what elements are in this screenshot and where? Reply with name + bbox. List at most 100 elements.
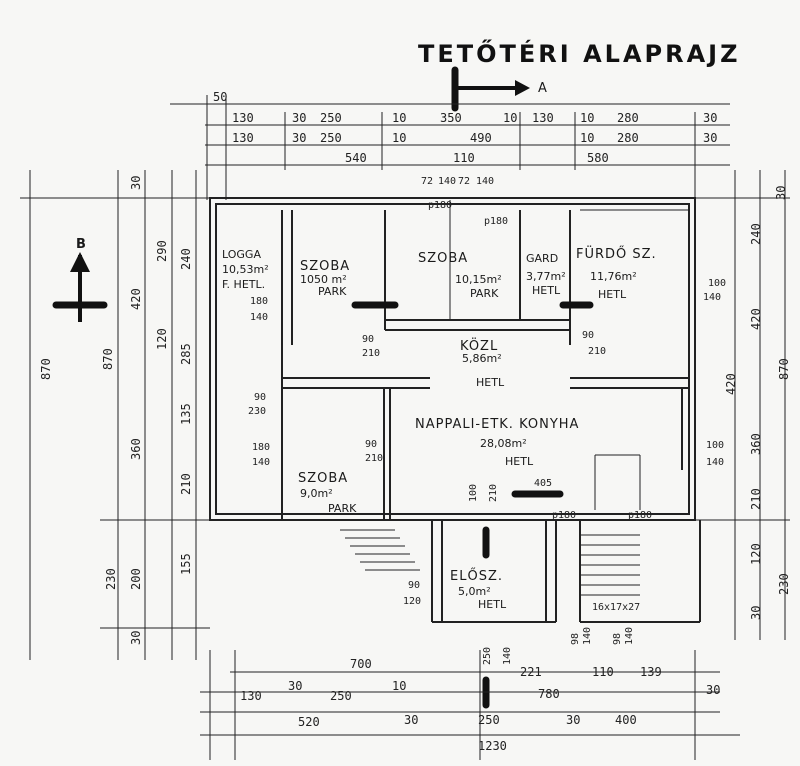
dim-bottom3-3: 30 <box>566 713 580 727</box>
dim-top4-2: 580 <box>587 151 609 165</box>
dim-right1-4: 30 <box>749 606 763 620</box>
door-note-d3: 90 <box>362 334 374 345</box>
room-gard-finish: HETL <box>532 284 561 297</box>
dim-top2-9: 30 <box>703 111 717 125</box>
dim-bottom3-1: 30 <box>404 713 418 727</box>
room-nappali: NAPPALI-ETK. KONYHA 28,08m² HETL <box>415 417 578 468</box>
door-note-d5: 90 <box>254 392 266 403</box>
room-elosz-name: ELŐSZ. <box>450 568 503 584</box>
door-note-d20: p180 <box>484 216 508 227</box>
dim-left3-3: 135 <box>179 403 193 425</box>
section-cut-marks <box>351 301 594 709</box>
dimension-lines-left: 30 420 240 870 360 230 290 120 285 135 2… <box>20 170 210 660</box>
section-arrow-a: A <box>451 66 547 112</box>
door-note-d21: p180 <box>552 510 576 521</box>
dim-left1-1: 420 <box>129 288 143 310</box>
plan-title: TETŐTÉRI ALAPRAJZ <box>418 38 741 68</box>
section-arrow-b: B <box>52 237 108 322</box>
dim-right2-0: 30 <box>774 186 788 200</box>
room-logga-area: 10,53m² <box>222 263 269 276</box>
dim-right2-2: 360 <box>749 433 763 455</box>
dimension-lines-right: 240 420 870 120 30 30 420 360 210 230 <box>695 170 791 640</box>
door-note-d13: 100 <box>706 440 724 451</box>
dim-bottom3-0: 520 <box>298 715 320 729</box>
door-note-d29: 140 <box>582 627 593 645</box>
door-note-d22: p180 <box>628 510 652 521</box>
room-szoba2-area: 10,15m² <box>455 273 502 286</box>
dim-top2-1: 30 <box>292 111 306 125</box>
door-note-d16: 210 <box>588 346 606 357</box>
dim-left1-0: 30 <box>129 176 143 190</box>
stairs-right <box>580 534 640 596</box>
room-logga-finish: F. HETL. <box>222 278 265 291</box>
room-furdo-area: 11,76m² <box>590 270 637 283</box>
room-elosz-area: 5,0m² <box>458 585 491 598</box>
dim-bottom2-4: 780 <box>538 687 560 701</box>
door-note-d1: 180 <box>250 296 268 307</box>
dim-left3-2: 285 <box>179 343 193 365</box>
room-kozl-finish: HETL <box>476 376 505 389</box>
room-szoba1: SZOBA 1050 m² PARK <box>300 259 349 298</box>
dim-left3-0: 290 <box>155 240 169 262</box>
dim-top2-2: 250 <box>320 111 342 125</box>
dim-right2-1: 420 <box>724 373 738 395</box>
room-gard: GARD 3,77m² HETL <box>526 252 566 297</box>
room-kozl: KÖZL 5,86m² HETL <box>460 337 505 389</box>
dim-right1-1: 420 <box>749 308 763 330</box>
dim-left4-2: 30 <box>129 631 143 645</box>
dim-top5-0: 72 <box>421 176 433 187</box>
room-elosz-finish: HETL <box>478 598 507 611</box>
door-note-d30: 98 <box>612 633 623 645</box>
room-szoba2: SZOBA 10,15m² PARK <box>418 251 502 300</box>
room-szoba3-area: 9,0m² <box>300 487 333 500</box>
building-walls <box>209 197 701 623</box>
dim-right2-4: 230 <box>777 573 791 595</box>
dim-top5-2: 72 <box>458 176 470 187</box>
dim-bottom4-0: 1230 <box>478 739 507 753</box>
room-szoba2-finish: PARK <box>470 287 499 300</box>
door-note-d25: 405 <box>534 478 552 489</box>
dim-bottom1-2: 110 <box>592 665 614 679</box>
dim-bottom1-0: 700 <box>350 657 372 671</box>
dim-left1-2: 240 <box>179 248 193 270</box>
stair-note: 16x17x27 <box>592 602 640 613</box>
room-szoba1-finish: PARK <box>318 285 347 298</box>
dim-top3-7: 30 <box>703 131 717 145</box>
door-note-d6: 230 <box>248 406 266 417</box>
dim-right2-3: 210 <box>749 488 763 510</box>
dimension-lines-bottom: 700 221 110 139 130 30 250 10 780 30 520… <box>200 650 740 760</box>
room-szoba1-area: 1050 m² <box>300 273 347 286</box>
dim-top5-1: 140 <box>438 176 456 187</box>
dim-top4-0: 540 <box>345 151 367 165</box>
dim-top2-7: 10 <box>580 111 594 125</box>
dim-left2-0: 870 <box>39 358 53 380</box>
room-logga-name: LOGGA <box>222 248 261 261</box>
dim-right1-3: 120 <box>749 543 763 565</box>
dim-left4-0: 870 <box>101 348 115 370</box>
door-note-d12: 140 <box>703 292 721 303</box>
door-note-d28: 98 <box>570 633 581 645</box>
dim-top2-4: 350 <box>440 111 462 125</box>
dim-bottom2-5: 30 <box>706 683 720 697</box>
door-note-d10: 210 <box>365 453 383 464</box>
dim-top3-4: 490 <box>470 131 492 145</box>
dim-top5-3: 140 <box>476 176 494 187</box>
dim-bottom3-2: 250 <box>478 713 500 727</box>
door-note-d24: 210 <box>488 484 499 502</box>
room-kozl-name: KÖZL <box>460 337 498 354</box>
dim-left3-1: 120 <box>155 328 169 350</box>
room-nappali-area: 28,08m² <box>480 437 527 450</box>
dim-right1-0: 240 <box>749 223 763 245</box>
door-note-d18: 120 <box>403 596 421 607</box>
dim-top2-3: 10 <box>392 111 406 125</box>
room-kozl-area: 5,86m² <box>462 352 502 365</box>
dim-bottom2-1: 30 <box>288 679 302 693</box>
dim-top2-5: 10 <box>503 111 517 125</box>
dim-top2-6: 130 <box>532 111 554 125</box>
dim-bottom2-2: 250 <box>330 689 352 703</box>
door-note-d31: 140 <box>624 627 635 645</box>
dim-top1-0: 50 <box>213 90 227 104</box>
door-notes: 180 140 90 210 90 230 180 140 90 210 100… <box>248 200 726 665</box>
dim-right1-2: 870 <box>777 358 791 380</box>
dim-top4-1: 110 <box>453 151 475 165</box>
